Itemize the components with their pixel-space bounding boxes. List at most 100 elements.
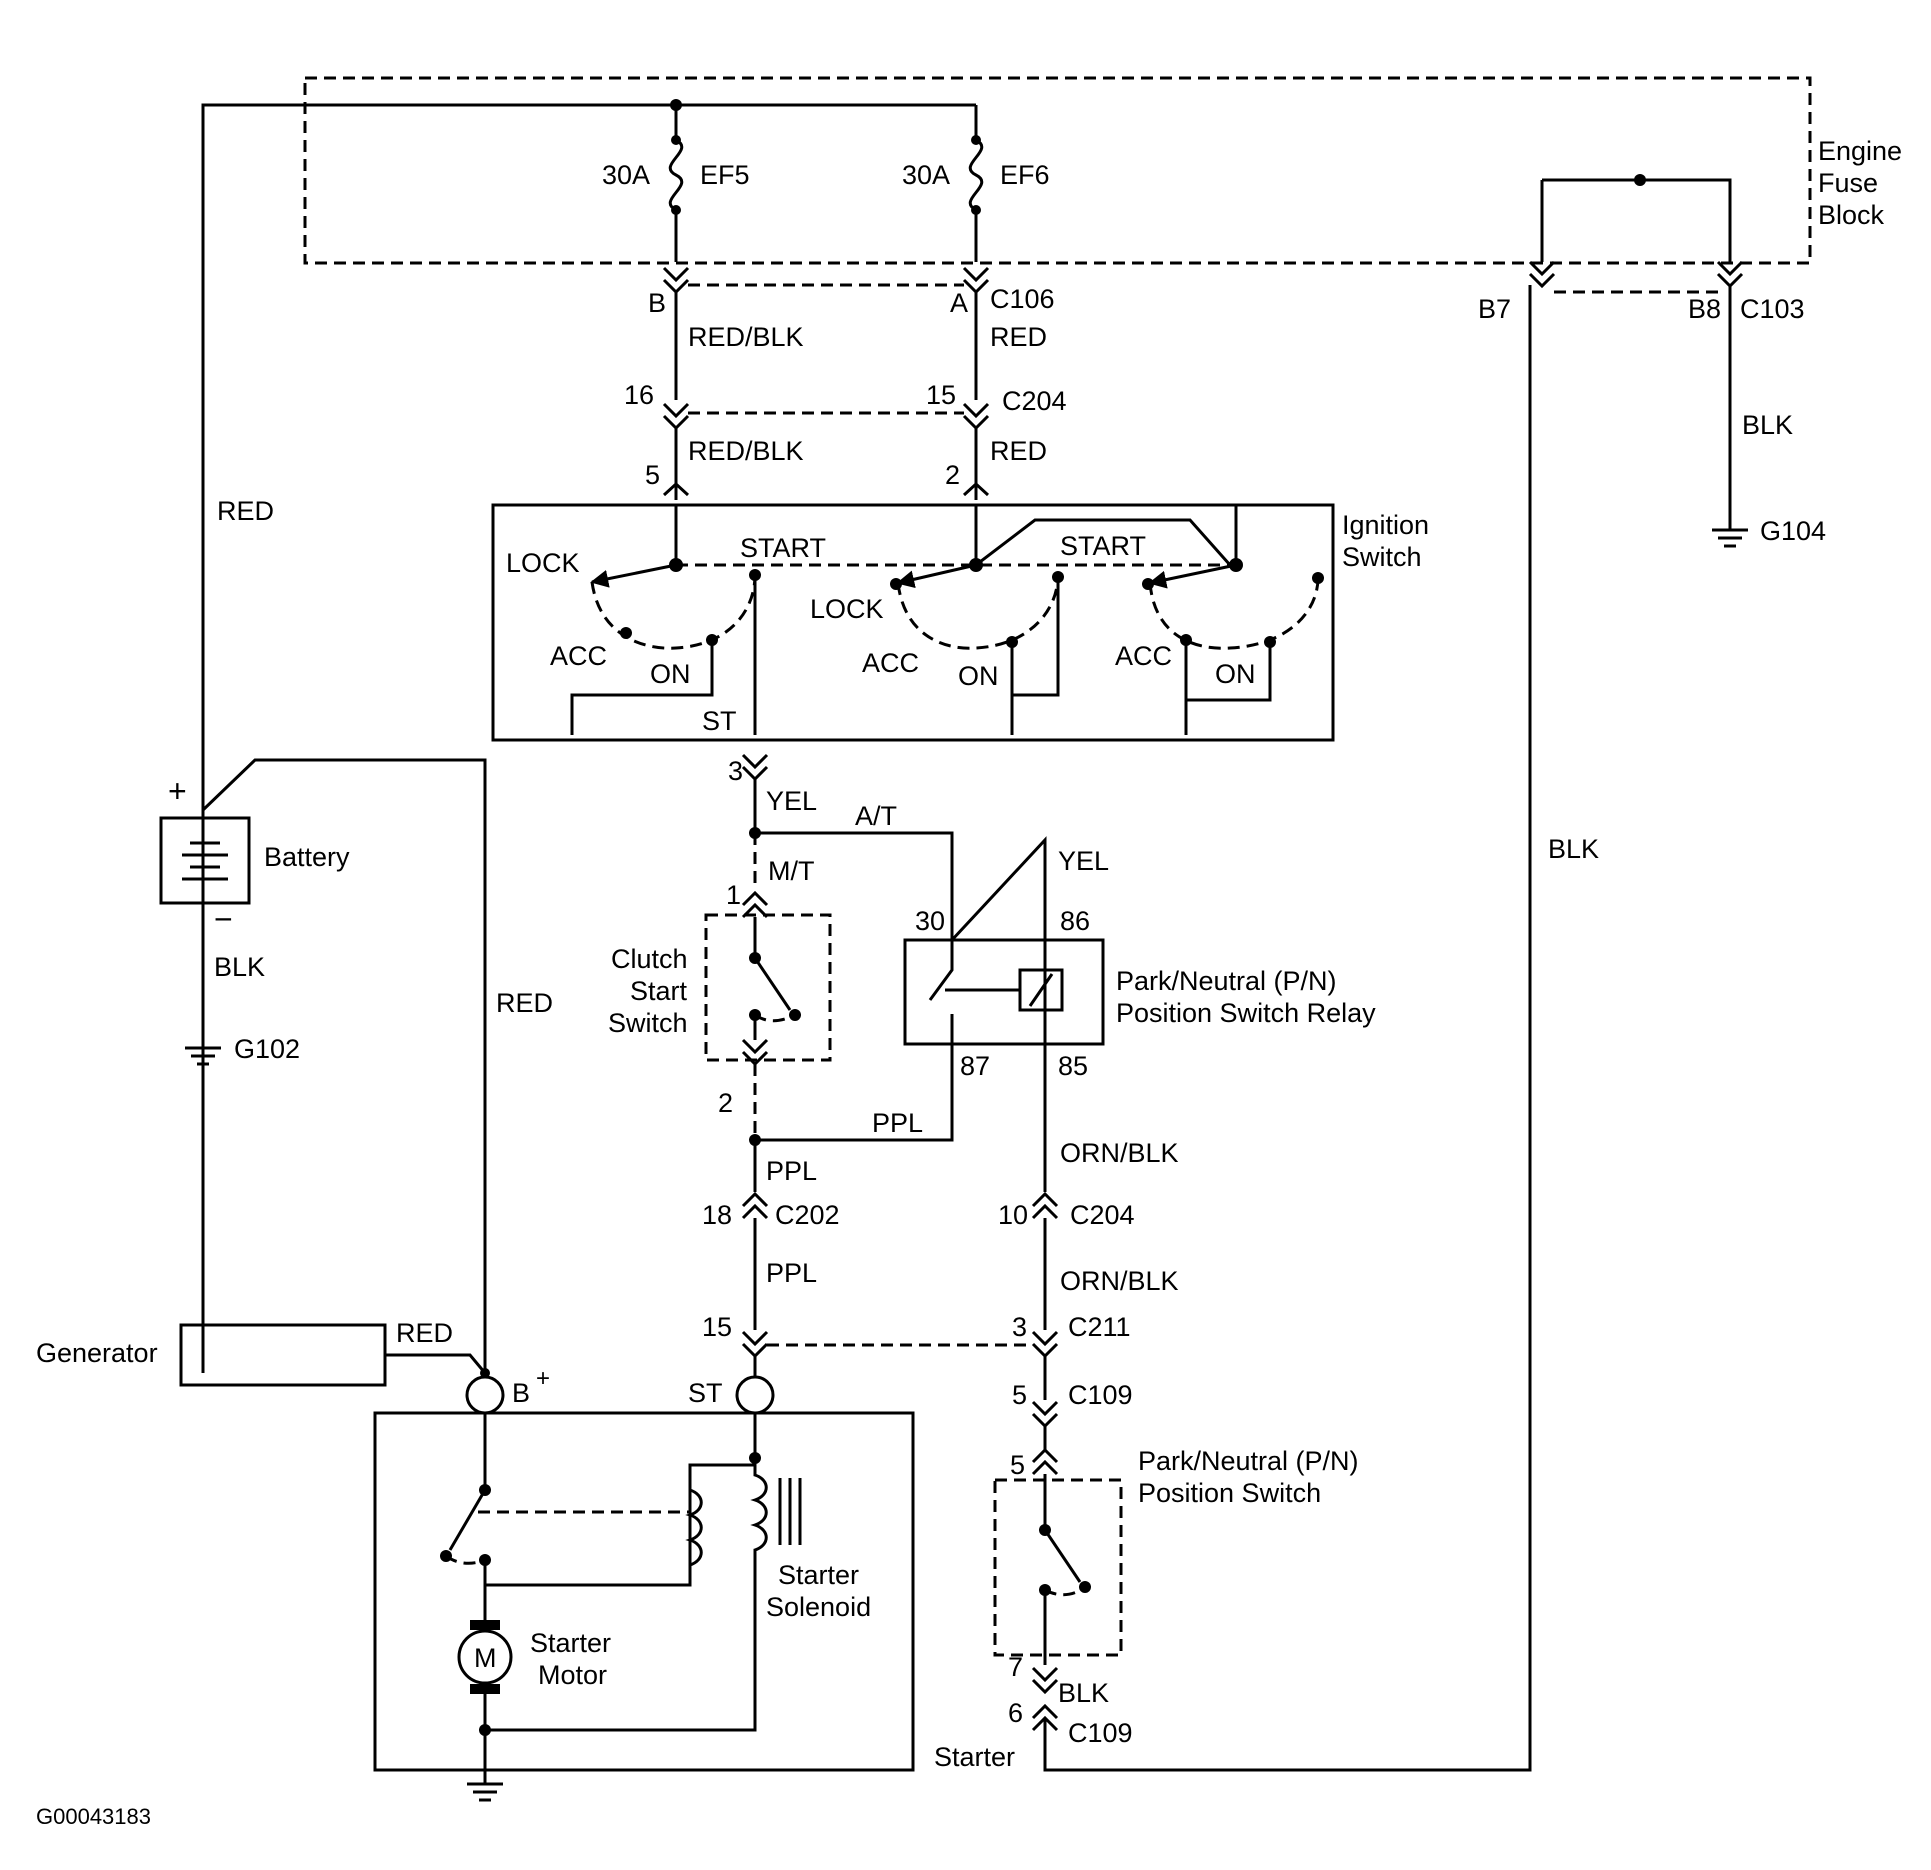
- fuse-ef5: 30A EF5: [602, 99, 750, 262]
- pn-position-switch-relay: YEL 30 86 87 85 Park/Neutral (P/N) Posit…: [755, 836, 1376, 1142]
- connector-c202: [741, 1191, 769, 1220]
- svg-text:Clutch: Clutch: [611, 944, 688, 974]
- label-starter: Starter: [934, 1742, 1015, 1772]
- svg-text:Battery: Battery: [264, 842, 350, 872]
- svg-text:87: 87: [960, 1051, 990, 1081]
- battery: + Battery − BLK: [159, 758, 487, 1373]
- svg-text:Ignition: Ignition: [1342, 510, 1429, 540]
- svg-text:LOCK: LOCK: [506, 548, 580, 578]
- svg-text:Block: Block: [1818, 200, 1885, 230]
- svg-text:EF6: EF6: [1000, 160, 1050, 190]
- svg-text:−: −: [214, 901, 233, 937]
- wire-label-red-1: RED: [990, 322, 1047, 352]
- svg-text:15: 15: [926, 380, 956, 410]
- svg-text:Solenoid: Solenoid: [766, 1592, 871, 1622]
- wire-label-red-battery: RED: [217, 496, 274, 526]
- label-c204-lower: C204: [1070, 1200, 1135, 1230]
- connector-c204-lower: [1031, 1191, 1059, 1220]
- svg-text:START: START: [1060, 531, 1146, 561]
- svg-text:86: 86: [1060, 906, 1090, 936]
- svg-text:C211: C211: [1068, 1312, 1131, 1342]
- svg-text:M: M: [474, 1643, 497, 1673]
- svg-text:ST: ST: [702, 706, 737, 736]
- wire-label-red-blk-2: RED/BLK: [688, 436, 804, 466]
- svg-text:ACC: ACC: [1115, 641, 1172, 671]
- svg-text:ACC: ACC: [550, 641, 607, 671]
- svg-text:Switch: Switch: [608, 1008, 688, 1038]
- wire-label-yel-1: YEL: [766, 786, 817, 816]
- svg-text:LOCK: LOCK: [810, 594, 884, 624]
- pin-7: 7: [1008, 1652, 1023, 1682]
- wire-label-ppl-2: PPL: [766, 1258, 817, 1288]
- svg-text:3: 3: [1012, 1312, 1027, 1342]
- svg-text:BLK: BLK: [214, 952, 265, 982]
- svg-text:+: +: [536, 1365, 550, 1392]
- wire-label-ppl-1: PPL: [766, 1156, 817, 1186]
- connector-c211: 15 3 C211: [702, 1312, 1131, 1359]
- svg-text:Position Switch: Position Switch: [1138, 1478, 1321, 1508]
- connector-c109-top: [1031, 1400, 1059, 1429]
- svg-text:5: 5: [1010, 1450, 1025, 1480]
- svg-text:Fuse: Fuse: [1818, 168, 1878, 198]
- starter-assembly: B + ST Starter Solenoid M Starter Motor: [373, 1356, 915, 1802]
- svg-text:30A: 30A: [902, 160, 950, 190]
- wire-label-mt: M/T: [768, 856, 815, 886]
- connector-ign-in-2: [962, 481, 990, 497]
- engine-fuse-block: Engine Fuse Block: [303, 76, 1902, 265]
- svg-text:Start: Start: [630, 976, 688, 1006]
- svg-text:+: +: [168, 773, 187, 809]
- svg-text:B7: B7: [1478, 294, 1511, 324]
- wire-label-orn-blk-2: ORN/BLK: [1060, 1266, 1179, 1296]
- svg-text:Generator: Generator: [36, 1338, 158, 1368]
- svg-text:C106: C106: [990, 284, 1055, 314]
- svg-text:G102: G102: [234, 1034, 300, 1064]
- ground-g104: G104: [1712, 516, 1826, 548]
- wire-label-red-blk-1: RED/BLK: [688, 322, 804, 352]
- pin-10: 10: [998, 1200, 1028, 1230]
- svg-text:ON: ON: [958, 661, 999, 691]
- connector-ign-in-1: [662, 481, 690, 497]
- fuse-ef6: 30A EF6: [902, 105, 1050, 262]
- connector-c204-top: 16 15 C204: [624, 380, 1067, 431]
- svg-text:30A: 30A: [602, 160, 650, 190]
- svg-text:Park/Neutral (P/N): Park/Neutral (P/N): [1116, 966, 1337, 996]
- svg-text:Engine: Engine: [1818, 136, 1902, 166]
- pn-position-switch: 5 Park/Neutral (P/N) Position Switch: [993, 1446, 1359, 1665]
- pin-5: 5: [645, 460, 660, 490]
- svg-text:Starter: Starter: [530, 1628, 611, 1658]
- svg-text:1: 1: [726, 880, 741, 910]
- svg-text:C103: C103: [1740, 294, 1805, 324]
- wire-label-red-bplus: RED: [496, 988, 553, 1018]
- svg-text:85: 85: [1058, 1051, 1088, 1081]
- pin-18: 18: [702, 1200, 732, 1230]
- svg-text:C204: C204: [1002, 386, 1067, 416]
- label-c109-top: C109: [1068, 1380, 1133, 1410]
- svg-text:Position Switch Relay: Position Switch Relay: [1116, 998, 1376, 1028]
- clutch-start-switch: 1 Clutch Start Switch: [608, 880, 832, 1067]
- svg-text:START: START: [740, 533, 826, 563]
- svg-text:A: A: [950, 288, 968, 318]
- svg-text:B8: B8: [1688, 294, 1721, 324]
- svg-text:B: B: [512, 1378, 530, 1408]
- svg-text:RED: RED: [396, 1318, 453, 1348]
- pin-6: 6: [1008, 1698, 1023, 1728]
- svg-text:G104: G104: [1760, 516, 1826, 546]
- wire-label-blk-pn: BLK: [1058, 1678, 1109, 1708]
- label-c109-bottom: C109: [1068, 1718, 1133, 1748]
- svg-text:Motor: Motor: [538, 1660, 607, 1690]
- svg-text:15: 15: [702, 1312, 732, 1342]
- svg-text:30: 30: [915, 906, 945, 936]
- svg-text:Switch: Switch: [1342, 542, 1422, 572]
- pin-2-clutch: 2: [718, 1088, 733, 1118]
- ground-g102: G102: [185, 1034, 300, 1066]
- svg-text:ON: ON: [1215, 659, 1256, 689]
- generator: Generator RED: [36, 1318, 487, 1387]
- pin-5-c109: 5: [1012, 1380, 1027, 1410]
- connector-c103: B7 B8 C103: [1478, 174, 1805, 324]
- figure-id: G00043183: [36, 1804, 151, 1829]
- wire-label-at: A/T: [855, 801, 897, 831]
- svg-text:Starter: Starter: [778, 1560, 859, 1590]
- label-c202: C202: [775, 1200, 840, 1230]
- svg-text:EF5: EF5: [700, 160, 750, 190]
